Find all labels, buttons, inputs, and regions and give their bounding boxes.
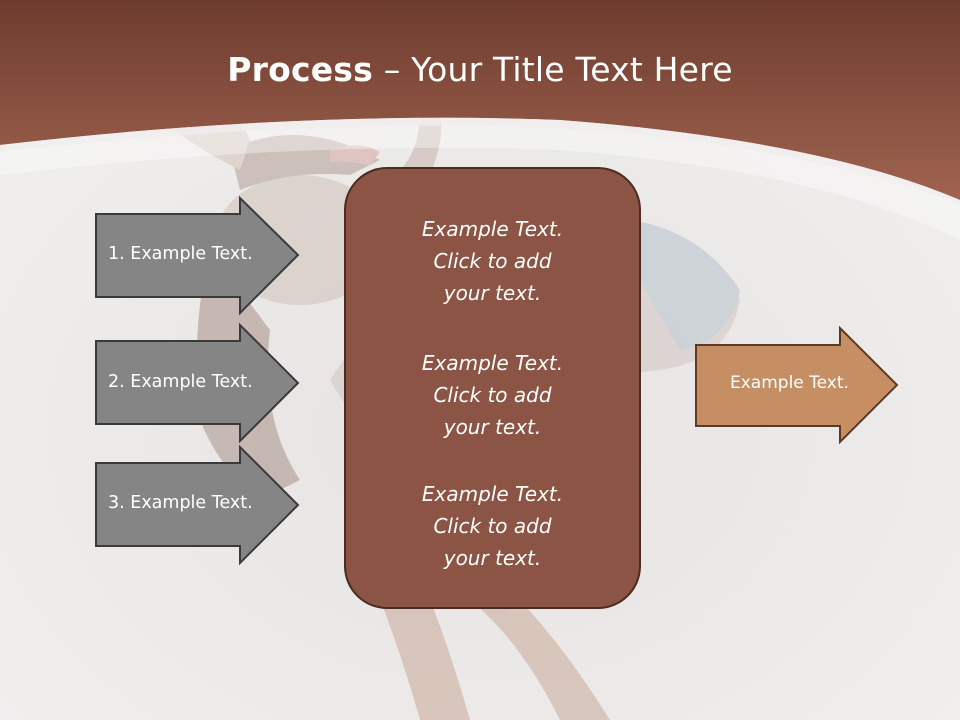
left-arrow-2-label: 2. Example Text. [108, 372, 253, 392]
center-box-item-1: Example Text. Click to add your text. [421, 217, 564, 305]
center-box-item-3: Example Text. Click to add your text. [421, 482, 564, 570]
right-arrow [695, 325, 899, 445]
right-arrow-label: Example Text. [730, 373, 849, 393]
left-arrow-3 [95, 444, 300, 566]
left-arrow-1-label: 1. Example Text. [108, 244, 253, 264]
left-arrow-1 [95, 195, 300, 316]
left-arrow-3-label: 3. Example Text. [108, 493, 253, 513]
title-rest: Your Title Text Here [411, 50, 733, 89]
center-box-item-2: Example Text. Click to add your text. [421, 351, 564, 439]
left-arrow-2 [95, 322, 300, 444]
header-band [0, 0, 960, 200]
title-bold: Process [227, 50, 373, 89]
center-box [344, 167, 641, 609]
title-dash: – [373, 50, 412, 89]
slide-title: Process – Your Title Text Here [0, 50, 960, 89]
